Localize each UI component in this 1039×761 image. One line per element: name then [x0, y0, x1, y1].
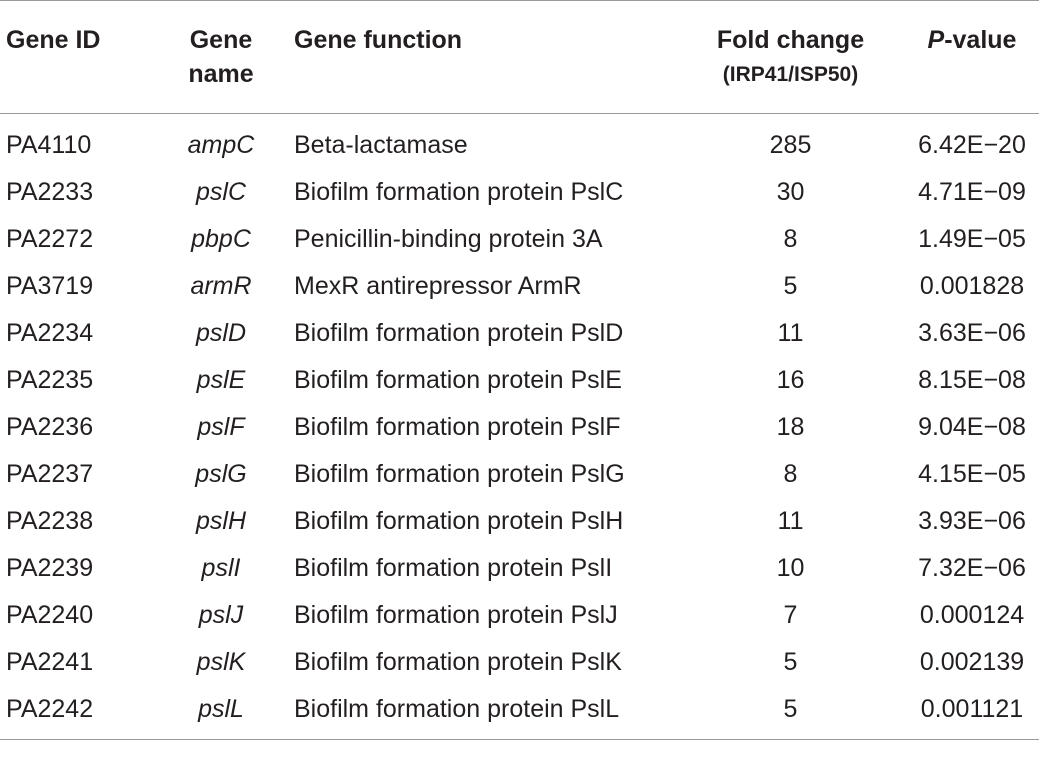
table-row: PA4110 ampC Beta-lactamase 285 6.42E−20 — [0, 114, 1039, 170]
header-gene-name-line2: name — [188, 60, 254, 88]
table-row: PA2272 pbpC Penicillin-binding protein 3A 8… — [0, 216, 1039, 263]
cell-gene-name: pslI — [201, 554, 241, 582]
table-row: PA2237 pslG Biofilm formation protein PslG… — [0, 451, 1039, 498]
header-gene-function: Gene function — [286, 1, 684, 114]
cell-fold-change: 5 — [783, 648, 798, 676]
table-row: PA2236 pslF Biofilm formation protein PslF… — [0, 404, 1039, 451]
cell-fold-change: 8 — [783, 225, 798, 253]
cell-gene-function: Biofilm formation protein PslH — [294, 507, 624, 535]
cell-gene-name: pslG — [195, 460, 247, 488]
cell-gene-name: ampC — [187, 131, 255, 159]
cell-gene-id: PA2239 — [6, 554, 94, 582]
table-row: PA2241 pslK Biofilm formation protein PslK… — [0, 639, 1039, 686]
cell-gene-id: PA4110 — [6, 131, 92, 159]
cell-p-value: 0.001121 — [920, 695, 1024, 723]
data-table: Gene ID Gene name Gene function Fold cha… — [0, 0, 1039, 740]
header-gene-function-label: Gene function — [294, 26, 463, 54]
cell-fold-change: 11 — [777, 507, 804, 535]
cell-gene-name: pslD — [195, 319, 246, 347]
cell-fold-change: 16 — [776, 366, 805, 394]
table-header: Gene ID Gene name Gene function Fold cha… — [0, 0, 1039, 114]
cell-p-value: 3.93E−06 — [918, 507, 1026, 535]
cell-fold-change: 18 — [776, 413, 805, 441]
cell-gene-function: Biofilm formation protein PslK — [294, 648, 622, 676]
cell-gene-id: PA2240 — [6, 601, 94, 629]
header-fold-change-label: Fold change — [716, 26, 865, 54]
cell-gene-id: PA2237 — [6, 460, 94, 488]
cell-gene-name: pslJ — [198, 601, 244, 629]
header-row: Gene ID Gene name Gene function Fold cha… — [0, 0, 1039, 114]
cell-gene-id: PA2272 — [6, 225, 94, 253]
cell-gene-function: Biofilm formation protein PslE — [294, 366, 622, 394]
table-row: PA2240 pslJ Biofilm formation protein PslJ… — [0, 592, 1039, 639]
table-row: PA2234 pslD Biofilm formation protein PslD… — [0, 310, 1039, 357]
cell-gene-function: MexR antirepressor ArmR — [294, 272, 582, 300]
cell-gene-function: Beta-lactamase — [294, 131, 468, 159]
cell-gene-function: Biofilm formation protein PslG — [294, 460, 625, 488]
cell-p-value: 8.15E−08 — [918, 366, 1026, 394]
cell-fold-change: 8 — [783, 460, 798, 488]
cell-gene-name: pbpC — [191, 225, 251, 253]
table-row: PA2239 pslI Biofilm formation protein PslI… — [0, 545, 1039, 592]
gene-expression-table: Gene ID Gene name Gene function Fold cha… — [0, 0, 1039, 740]
cell-gene-name: armR — [190, 272, 252, 300]
table-row: PA2235 pslE Biofilm formation protein PslE… — [0, 357, 1039, 404]
cell-fold-change: 285 — [769, 131, 812, 159]
cell-gene-function: Biofilm formation protein PslJ — [294, 601, 618, 629]
cell-p-value: 0.000124 — [919, 601, 1025, 629]
cell-gene-function: Biofilm formation protein PslC — [294, 178, 624, 206]
cell-gene-id: PA2233 — [6, 178, 94, 206]
cell-gene-function: Biofilm formation protein PslF — [294, 413, 621, 441]
cell-fold-change: 11 — [777, 319, 804, 347]
cell-p-value: 7.32E−06 — [918, 554, 1026, 582]
cell-p-value: 3.63E−06 — [918, 319, 1026, 347]
cell-p-value: 4.15E−05 — [918, 460, 1026, 488]
table-row: PA2233 pslC Biofilm formation protein PslC… — [0, 169, 1039, 216]
cell-p-value: 4.71E−09 — [918, 178, 1026, 206]
cell-p-value: 9.04E−08 — [918, 413, 1026, 441]
header-gene-name-line1: Gene — [189, 26, 253, 54]
header-fold-change-sub: (IRP41/ISP50) — [722, 63, 859, 86]
header-gene-name: Gene name — [156, 1, 286, 114]
header-p-value-italic: P — [927, 26, 945, 54]
header-p-value: P-value — [897, 1, 1039, 114]
cell-gene-function: Biofilm formation protein PslL — [294, 695, 620, 723]
cell-gene-id: PA2238 — [6, 507, 94, 535]
cell-gene-id: PA2236 — [6, 413, 94, 441]
table-row: PA3719 armR MexR antirepressor ArmR 5 0.0018… — [0, 263, 1039, 310]
cell-fold-change: 7 — [783, 601, 798, 629]
cell-p-value: 6.42E−20 — [918, 131, 1026, 159]
cell-p-value: 0.002139 — [919, 648, 1025, 676]
cell-fold-change: 10 — [776, 554, 805, 582]
header-gene-id: Gene ID — [0, 1, 156, 114]
header-gene-id-label: Gene ID — [6, 26, 101, 54]
cell-gene-id: PA2242 — [6, 695, 94, 723]
cell-p-value: 1.49E−05 — [918, 225, 1026, 253]
cell-p-value: 0.001828 — [919, 272, 1025, 300]
cell-gene-name: pslH — [195, 507, 246, 535]
cell-gene-function: Biofilm formation protein PslI — [294, 554, 613, 582]
cell-gene-id: PA2235 — [6, 366, 94, 394]
cell-gene-name: pslL — [198, 695, 244, 723]
table-row: PA2238 pslH Biofilm formation protein PslH… — [0, 498, 1039, 545]
table-row: PA2242 pslL Biofilm formation protein PslL… — [0, 686, 1039, 740]
cell-gene-id: PA3719 — [6, 272, 94, 300]
cell-gene-id: PA2241 — [6, 648, 94, 676]
header-fold-change: Fold change (IRP41/ISP50) — [684, 1, 897, 114]
cell-gene-name: pslE — [196, 366, 246, 394]
cell-fold-change: 30 — [776, 178, 805, 206]
cell-fold-change: 5 — [783, 272, 798, 300]
cell-gene-function: Biofilm formation protein PslD — [294, 319, 624, 347]
cell-gene-id: PA2234 — [6, 319, 94, 347]
cell-gene-name: pslF — [197, 413, 245, 441]
cell-fold-change: 5 — [783, 695, 798, 723]
cell-gene-name: pslC — [195, 178, 246, 206]
cell-gene-name: pslK — [196, 648, 246, 676]
header-p-value-rest: -value — [944, 26, 1017, 54]
cell-gene-function: Penicillin-binding protein 3A — [294, 225, 603, 253]
